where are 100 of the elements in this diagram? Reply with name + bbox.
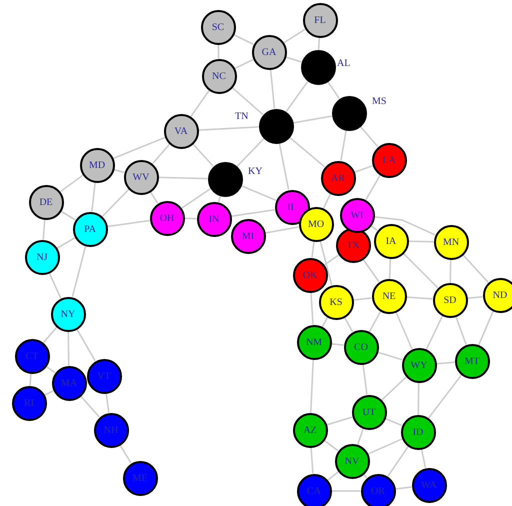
connector-line [60, 174, 84, 192]
connector-line [310, 292, 314, 325]
node-label: FL [314, 14, 326, 26]
connector-line [293, 115, 332, 124]
connector-line [181, 188, 211, 209]
state-node [320, 160, 356, 196]
connector-line [318, 37, 320, 50]
state-node [298, 206, 334, 242]
state-node [94, 412, 128, 448]
connector-line [102, 188, 130, 218]
node-label: DE [39, 196, 53, 208]
node-label: KS [330, 296, 342, 308]
node-label: IA [386, 236, 396, 246]
state-node [344, 330, 378, 364]
connector-line [478, 310, 494, 346]
node-label: WV [132, 172, 150, 182]
state-node [164, 114, 198, 148]
connector-line [158, 176, 208, 180]
connector-line [44, 390, 54, 396]
node-label: CT [26, 350, 38, 362]
connector-line [331, 343, 344, 346]
node-label: NV [344, 456, 360, 466]
node-label: VA [174, 126, 188, 136]
connector-line [270, 69, 276, 109]
node-label: WY [410, 360, 428, 370]
connector-line [72, 246, 86, 298]
state-node [274, 190, 310, 224]
state-node [432, 282, 468, 318]
state-node [434, 224, 468, 260]
state-node [352, 394, 386, 430]
state-node [482, 278, 512, 312]
connector-line [332, 490, 360, 492]
node-label: NY [60, 308, 76, 320]
connector-line [112, 136, 166, 160]
connector-line [395, 486, 412, 490]
state-node [372, 142, 406, 178]
connector-line [388, 258, 392, 279]
state-node [400, 414, 436, 450]
state-node [50, 296, 86, 332]
connector-line [278, 143, 290, 190]
node-label: TX [346, 240, 360, 250]
state-node [402, 348, 436, 382]
node-label: OH [160, 212, 174, 224]
node-label: WA [421, 480, 437, 490]
connector-line [418, 382, 420, 415]
node-label: GA [262, 46, 276, 58]
connector-line [105, 393, 110, 413]
state-node [202, 58, 236, 94]
node-label: AR [331, 172, 345, 184]
node-label: OK [302, 270, 318, 280]
connector-line [357, 428, 364, 445]
connector-line [233, 34, 254, 45]
state-node [14, 338, 50, 374]
state-node [296, 474, 332, 506]
state-node [258, 108, 294, 144]
connector-line [324, 254, 340, 266]
node-label: MS [372, 96, 386, 107]
state-node [24, 240, 60, 274]
connector-line [324, 440, 338, 452]
connector-line [381, 376, 407, 401]
state-node [230, 218, 266, 254]
node-label: NH [104, 424, 118, 436]
state-node [208, 162, 242, 196]
connector-line [374, 216, 436, 236]
node-label: NJ [36, 252, 48, 262]
connector-line [467, 296, 483, 300]
connector-line [119, 444, 132, 464]
connector-line [322, 193, 332, 209]
connector-line [368, 438, 402, 455]
state-node [374, 224, 408, 258]
state-node [196, 202, 232, 236]
connector-line [462, 254, 489, 283]
node-label: RI [24, 398, 34, 408]
state-node [122, 460, 158, 496]
state-node [124, 160, 158, 194]
connector-line [360, 126, 378, 148]
connector-line [450, 259, 452, 283]
state-node [360, 474, 396, 506]
connector-line [91, 182, 96, 212]
connector-line [107, 220, 150, 228]
connector-line [402, 252, 438, 288]
connector-line [48, 272, 62, 298]
node-label: CA [307, 486, 321, 496]
connector-line [42, 326, 58, 344]
connector-line [236, 138, 264, 167]
state-node [86, 358, 122, 394]
connector-line [190, 90, 210, 118]
node-label: NM [306, 336, 322, 348]
connector-line [327, 81, 340, 99]
state-node [296, 324, 332, 360]
state-node [200, 10, 236, 44]
state-node [302, 2, 338, 38]
connector-line [68, 332, 70, 366]
node-label: MD [88, 160, 106, 170]
connector-line [362, 258, 380, 282]
connector-line [436, 362, 455, 364]
state-node [12, 386, 46, 420]
node-label: ND [492, 290, 508, 300]
connector-line [286, 80, 308, 112]
connector-line [420, 448, 426, 468]
